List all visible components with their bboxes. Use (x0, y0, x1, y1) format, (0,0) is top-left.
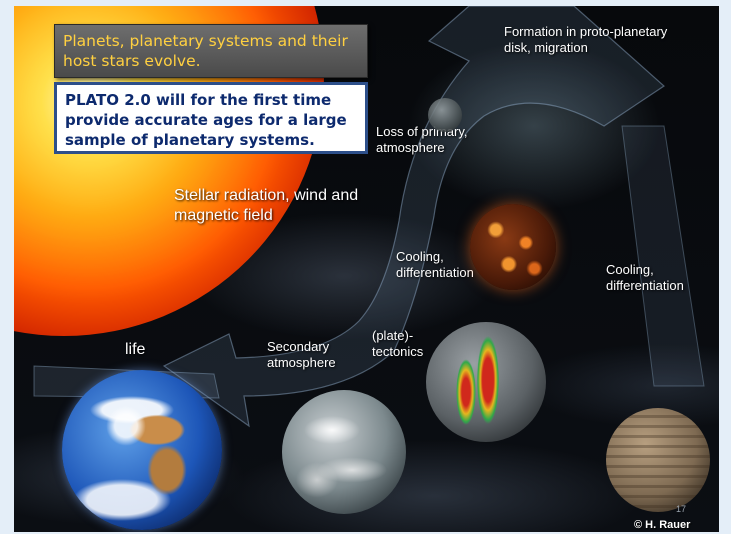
slide: Planets, planetary systems and their hos… (14, 6, 719, 532)
label-life: life (125, 341, 146, 358)
page-number: 17 (676, 504, 687, 514)
label-secondary-atmosphere: Secondary atmosphere (267, 339, 336, 370)
molten-planet-image (470, 204, 556, 290)
label-formation: Formation in proto-planetary disk, migra… (504, 24, 668, 55)
tectonic-planet-image (426, 322, 546, 442)
highlight-box: PLATO 2.0 will for the first time provid… (54, 82, 368, 154)
young-planet-image (428, 98, 462, 132)
gas-giant-image (606, 408, 710, 512)
label-cooling-left: Cooling, differentiation (396, 249, 474, 280)
title-text: Planets, planetary systems and their hos… (63, 32, 348, 70)
title-box: Planets, planetary systems and their hos… (54, 24, 368, 78)
label-stellar-radiation: Stellar radiation, wind and magnetic fie… (174, 187, 359, 224)
highlight-text: PLATO 2.0 will for the first time provid… (65, 91, 347, 149)
earth-image (62, 370, 222, 530)
image-credit: © H. Rauer (DLR) (634, 519, 691, 532)
label-tectonics: (plate)- tectonics (372, 328, 424, 359)
label-cooling-right: Cooling, differentiation (606, 262, 684, 293)
cloudy-planet-image (282, 390, 406, 514)
